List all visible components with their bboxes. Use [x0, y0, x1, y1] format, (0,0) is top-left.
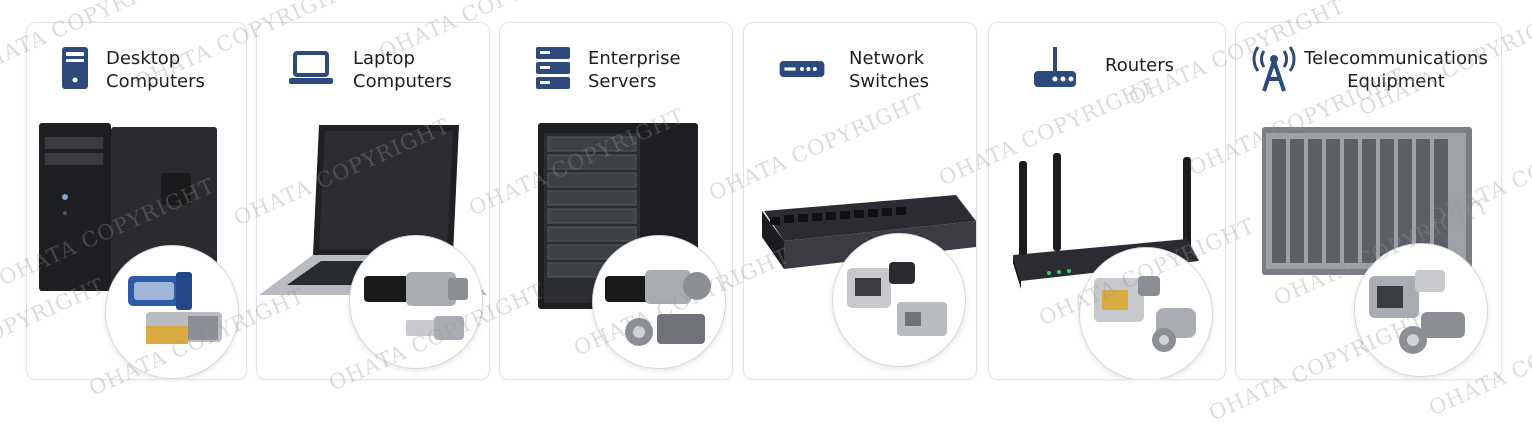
- rj45-bnc-connector-image: [1369, 270, 1465, 354]
- usb-connector-image: [364, 272, 468, 340]
- card-desktop-computers: Desktop Computers: [26, 22, 247, 380]
- card-title: Desktop Computers: [106, 48, 205, 92]
- card-header: Laptop Computers: [257, 45, 489, 95]
- server-rack-image: [538, 123, 698, 309]
- displayport-dvi-connector-image: [605, 270, 711, 346]
- connector-bubble: [1354, 243, 1488, 377]
- card-title: Routers: [1105, 55, 1175, 76]
- desktop-tower-icon: [62, 47, 88, 89]
- network-switch-icon: [779, 61, 825, 77]
- card-title: Telecommunications Equipment: [1304, 48, 1488, 92]
- card-header: Network Switches: [744, 45, 976, 95]
- card-network-switches: Network Switches: [743, 22, 977, 380]
- rj45-coaxial-connector-image: [1094, 276, 1196, 352]
- card-header: Desktop Computers: [27, 45, 246, 95]
- server-rack-icon: [536, 47, 570, 89]
- rj45-sfp-connector-image: [847, 262, 947, 336]
- card-header: Telecommunications Equipment: [1236, 45, 1501, 95]
- card-routers: Routers: [988, 22, 1226, 380]
- connector-bubble: [105, 245, 239, 379]
- card-title: Laptop Computers: [353, 48, 452, 92]
- connector-bubble: [592, 235, 726, 369]
- vga-hdmi-connector-image: [128, 272, 222, 344]
- router-icon: [1034, 47, 1076, 87]
- connector-bubble: [349, 235, 483, 369]
- card-header: Enterprise Servers: [500, 45, 732, 95]
- card-header: Routers: [989, 45, 1225, 95]
- card-enterprise-servers: Enterprise Servers: [499, 22, 733, 380]
- card-telecommunications-equipment: Telecommunications Equipment: [1235, 22, 1502, 380]
- connector-bubble: [1079, 247, 1213, 379]
- connector-bubble: [832, 233, 966, 367]
- card-title: Network Switches: [849, 48, 929, 92]
- antenna-tower-icon: [1252, 46, 1296, 92]
- card-laptop-computers: Laptop Computers: [256, 22, 490, 380]
- laptop-icon: [289, 51, 333, 84]
- card-title: Enterprise Servers: [588, 48, 681, 92]
- desktop-tower-image: [39, 123, 217, 291]
